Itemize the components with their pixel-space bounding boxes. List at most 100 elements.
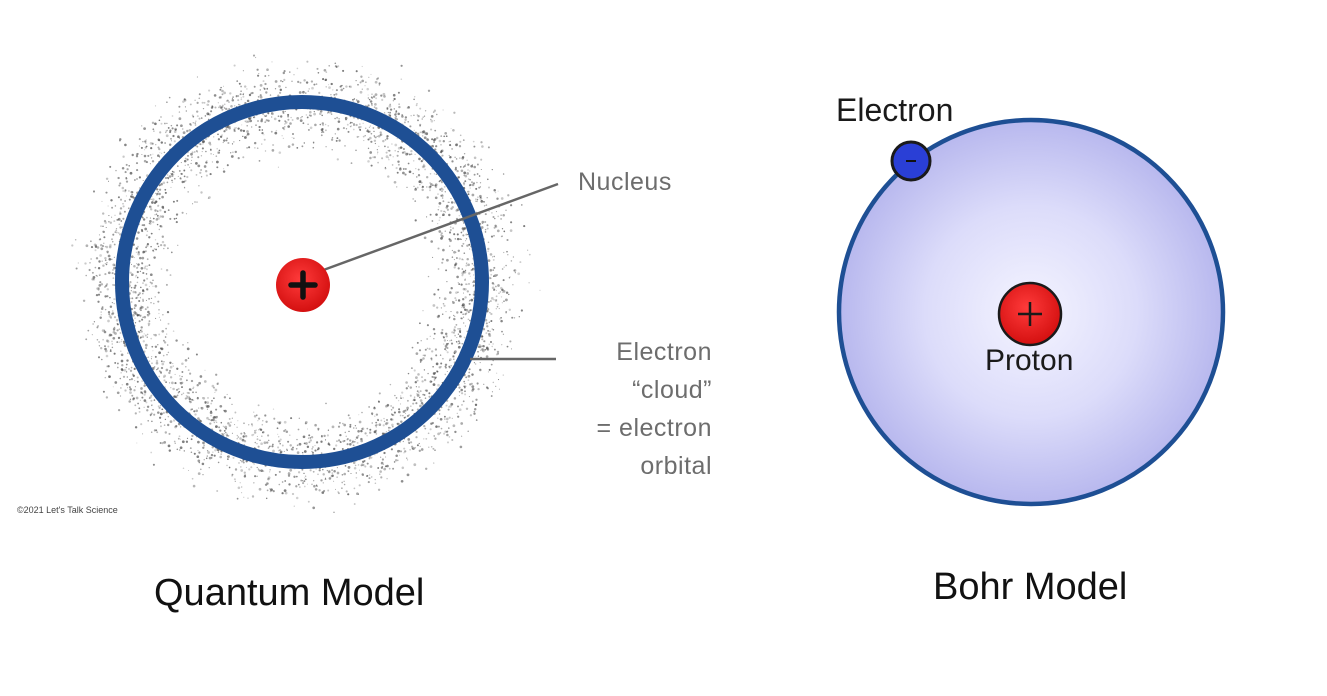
- cloud-dot: [245, 120, 249, 124]
- cloud-dot: [389, 114, 392, 117]
- cloud-dot: [461, 274, 464, 277]
- cloud-dot: [211, 446, 214, 449]
- cloud-dot: [262, 80, 265, 83]
- cloud-dot: [410, 445, 414, 448]
- cloud-dot: [328, 469, 331, 472]
- cloud-dot: [221, 93, 224, 96]
- cloud-dot: [136, 276, 139, 279]
- cloud-dot: [493, 226, 496, 229]
- cloud-dot: [312, 146, 315, 149]
- cloud-dot: [190, 124, 192, 127]
- cloud-dot: [404, 450, 407, 453]
- cloud-dot: [390, 448, 393, 451]
- cloud-dot: [163, 151, 166, 154]
- cloud-dot: [462, 313, 464, 315]
- cloud-dot: [466, 244, 469, 247]
- cloud-dot: [153, 429, 156, 432]
- cloud-dot: [383, 420, 386, 423]
- cloud-dot: [171, 127, 174, 130]
- cloud-dot: [143, 393, 146, 396]
- cloud-dot: [198, 185, 200, 187]
- cloud-dot: [278, 436, 280, 438]
- cloud-dot: [310, 114, 312, 116]
- cloud-dot: [484, 220, 487, 224]
- cloud-dot: [234, 480, 236, 483]
- cloud-dot: [328, 64, 331, 67]
- cloud-dot: [510, 348, 513, 350]
- cloud-dot: [469, 170, 471, 172]
- cloud-dot: [455, 299, 457, 301]
- cloud-dot: [273, 417, 276, 420]
- cloud-dot: [263, 138, 266, 141]
- cloud-dot: [160, 183, 163, 186]
- cloud-dot: [431, 375, 434, 378]
- cloud-dot: [135, 276, 137, 278]
- cloud-dot: [206, 450, 209, 452]
- cloud-dot: [424, 427, 427, 430]
- cloud-dot: [98, 341, 100, 343]
- cloud-dot: [436, 222, 439, 225]
- cloud-dot: [457, 415, 460, 418]
- cloud-dot: [138, 410, 141, 413]
- cloud-dot: [164, 122, 166, 125]
- cloud-dot: [140, 387, 143, 390]
- cloud-dot: [133, 367, 136, 371]
- cloud-dot: [451, 331, 454, 334]
- cloud-dot: [295, 475, 298, 478]
- cloud-dot: [71, 244, 74, 247]
- cloud-dot: [191, 477, 194, 480]
- cloud-dot: [279, 449, 282, 452]
- cloud-dot: [121, 383, 124, 386]
- cloud-dot: [125, 177, 127, 179]
- cloud-dot: [439, 216, 441, 219]
- cloud-dot: [444, 191, 446, 193]
- cloud-dot: [434, 437, 437, 440]
- cloud-dot: [328, 477, 332, 480]
- cloud-dot: [120, 220, 123, 222]
- cloud-dot: [187, 130, 189, 132]
- cloud-dot: [195, 162, 198, 165]
- cloud-dot: [121, 339, 123, 341]
- cloud-dot: [370, 164, 373, 167]
- cloud-dot: [284, 123, 286, 125]
- cloud-dot: [528, 282, 530, 284]
- cloud-dot: [489, 269, 493, 272]
- cloud-dot: [414, 131, 417, 134]
- cloud-dot: [391, 143, 393, 145]
- cloud-dot: [450, 311, 452, 313]
- cloud-dot: [368, 126, 370, 128]
- cloud-dot: [500, 317, 502, 319]
- cloud-dot: [501, 228, 504, 230]
- cloud-dot: [264, 150, 267, 152]
- cloud-dot: [291, 136, 293, 139]
- cloud-dot: [402, 167, 405, 170]
- cloud-dot: [267, 112, 270, 115]
- cloud-dot: [167, 322, 170, 325]
- cloud-dot: [457, 333, 460, 335]
- cloud-dot: [279, 88, 283, 92]
- cloud-dot: [455, 251, 457, 253]
- cloud-dot: [472, 267, 474, 270]
- cloud-dot: [143, 266, 147, 270]
- cloud-dot: [373, 156, 376, 159]
- cloud-dot: [475, 403, 477, 406]
- cloud-dot: [352, 100, 355, 103]
- cloud-dot: [364, 85, 366, 87]
- cloud-dot: [153, 368, 155, 370]
- cloud-dot: [337, 492, 340, 495]
- cloud-dot: [232, 151, 234, 154]
- cloud-dot: [396, 138, 398, 140]
- cloud-dot: [444, 363, 448, 366]
- cloud-dot: [192, 391, 194, 394]
- cloud-dot: [200, 406, 203, 409]
- cloud-dot: [142, 316, 144, 318]
- cloud-dot: [166, 344, 169, 346]
- cloud-dot: [145, 347, 148, 350]
- cloud-dot: [155, 218, 159, 221]
- cloud-dot: [184, 397, 187, 400]
- quantum-nucleus: [276, 258, 330, 312]
- cloud-dot: [148, 397, 151, 399]
- cloud-dot: [143, 399, 147, 402]
- cloud-dot: [98, 284, 102, 287]
- cloud-dot: [387, 149, 390, 152]
